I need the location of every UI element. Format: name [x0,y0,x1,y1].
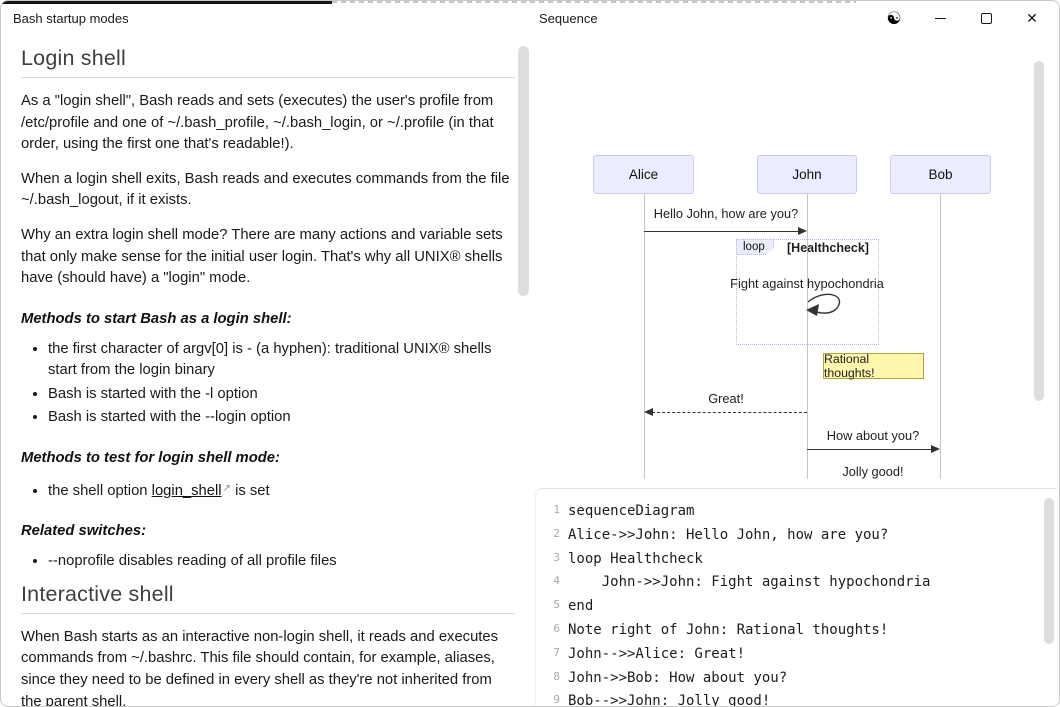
message-great-label: Great! [708,391,744,406]
maximize-icon [980,12,992,24]
arrowhead-right [931,445,940,453]
diagram-scrollbar-thumb[interactable] [1034,61,1044,401]
line-number: 2 [553,526,560,540]
top-edge-artifact-dark [1,1,332,4]
code-line[interactable]: 6 Note right of John: Rational thoughts! [536,619,1057,643]
actor-alice-top: Alice [593,155,694,194]
paragraph-login-profile: As a "login shell", Bash reads and sets … [21,93,494,153]
paragraph-interactive: When Bash starts as an interactive non-l… [21,628,499,707]
document-scrollbar-thumb[interactable] [518,46,529,296]
lifeline-bob [940,194,941,479]
heading-login-shell: Login shell [21,45,515,78]
login-shell-link[interactable]: login_shell [151,482,222,499]
list-item: the shell option login_shell↗ is set [48,478,515,503]
sequence-diagram: Alice John Bob Hello John, how are you? … [531,41,1036,479]
list-item-text: is set [230,482,270,499]
message-self-label: Fight against hypochondria [730,276,884,291]
message-jolly-label: Jolly good! [842,464,904,479]
code-scrollbar-thumb[interactable] [1044,498,1054,644]
document-pane-title: Bash startup modes [13,11,129,26]
list-item: Bash is started with the -l option [48,384,515,406]
code-text: loop Healthcheck [568,550,703,567]
list-item: Bash is started with the --login option [48,407,515,429]
list-item-text: the shell option [48,482,152,499]
code-text: end [568,598,594,615]
code-line[interactable]: 5 end [536,595,1057,619]
minimize-button[interactable] [917,3,963,33]
line-number: 7 [553,645,560,659]
loop-condition: [Healthcheck] [787,241,869,255]
message-how-label: How about you? [826,428,920,443]
line-number: 5 [553,598,560,612]
line-number: 8 [553,669,560,683]
preview-pane-title: Sequence [539,11,598,26]
code-line[interactable]: 7 John-->>Alice: Great! [536,643,1057,667]
subheading-related-switches: Related switches: [21,523,146,540]
list-methods-start: the first character of argv[0] is - (a h… [21,339,515,429]
list-methods-test: the shell option login_shell↗ is set [21,478,515,503]
lifeline-john [807,194,808,479]
note-rational-thoughts: Rational thoughts! [823,352,924,380]
actor-bob-top: Bob [890,155,991,194]
actor-john-top: John [757,155,857,194]
minimize-icon [934,17,946,19]
code-text: Alice->>John: Hello John, how are you? [568,526,889,543]
code-line[interactable]: 1 sequenceDiagram [536,500,1057,524]
arrowhead-right [798,227,807,235]
message-how-arrow [807,449,932,450]
list-related-switches: --noprofile disables reading of all prof… [21,551,515,573]
yin-yang-icon: ☯ [886,8,902,28]
code-line[interactable]: 3 loop Healthcheck [536,548,1057,572]
line-number: 9 [553,693,560,707]
theme-toggle-button[interactable]: ☯ [871,3,917,33]
code-text: John->>John: Fight against hypochondria [568,574,931,591]
arrowhead-left [644,408,653,416]
maximize-button[interactable] [963,3,1009,33]
line-number: 4 [553,574,560,588]
subheading-methods-start: Methods to start Bash as a login shell: [21,310,292,327]
lifeline-alice [644,194,645,479]
list-item: --noprofile disables reading of all prof… [48,551,515,573]
code-line[interactable]: 8 John->>Bob: How about you? [536,667,1057,691]
external-link-icon: ↗ [222,482,231,494]
code-text: Bob-->>John: Jolly good! [568,693,771,707]
close-button[interactable]: ✕ [1009,3,1055,33]
close-icon: ✕ [1026,9,1038,26]
loop-frame: loop [Healthcheck] [736,239,879,345]
loop-label: loop [736,239,774,255]
paragraph-login-exit: When a login shell exits, Bash reads and… [21,170,510,209]
code-line[interactable]: 2 Alice->>John: Hello John, how are you? [536,524,1057,548]
code-text: John->>Bob: How about you? [568,669,788,686]
line-number: 6 [553,621,560,635]
preview-pane: Sequence ☯ ✕ Alice John Bob Hello John, … [531,1,1059,707]
message-hello-arrow [644,231,799,232]
rendered-document: Login shell As a "login shell", Bash rea… [21,37,515,707]
code-text: Note right of John: Rational thoughts! [568,621,889,638]
paragraph-why-login-mode: Why an extra login shell mode? There are… [21,226,503,287]
line-number: 3 [553,550,560,564]
self-loop-arrow [806,293,841,316]
code-line[interactable]: 4 John->>John: Fight against hypochondri… [536,571,1057,595]
message-great-arrow [652,412,807,413]
code-text: sequenceDiagram [568,503,695,519]
top-edge-artifact-dashed [332,1,856,3]
code-line[interactable]: 9 Bob-->>John: Jolly good! [536,690,1057,707]
document-pane: Bash startup modes Login shell As a "log… [1,1,532,707]
code-text: John-->>Alice: Great! [568,645,746,662]
heading-interactive-shell: Interactive shell [21,581,515,614]
window-controls: ☯ ✕ [871,3,1055,33]
subheading-methods-test: Methods to test for login shell mode: [21,449,280,466]
code-editor[interactable]: 1 sequenceDiagram 2 Alice->>John: Hello Jo… [535,488,1057,707]
line-number: 1 [553,503,560,516]
message-hello-label: Hello John, how are you? [653,206,799,221]
list-item: the first character of argv[0] is - (a h… [48,339,515,382]
